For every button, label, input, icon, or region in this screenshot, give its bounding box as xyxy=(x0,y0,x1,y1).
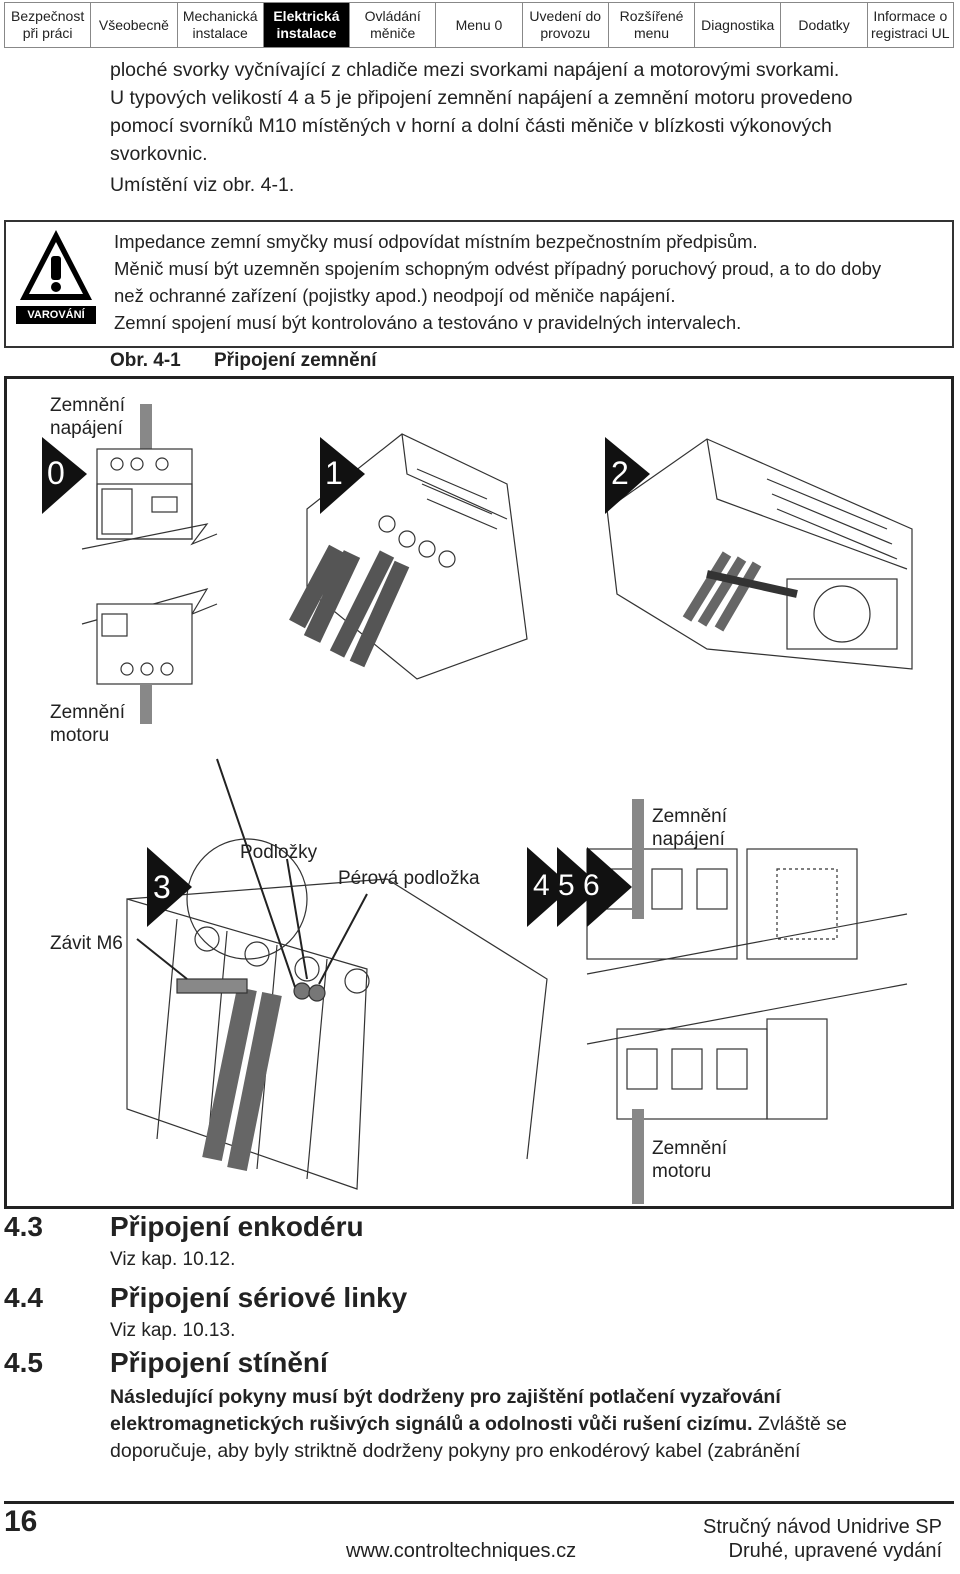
intro-line: pomocí svorníků M10 místěných v horní a … xyxy=(110,115,832,137)
warning-triangle-icon xyxy=(20,230,92,300)
step-3-number: 3 xyxy=(153,869,171,905)
tab-mechanical[interactable]: Mechanická instalace xyxy=(177,3,264,47)
chapter-nav: Bezpečnost při práci Všeobecně Mechanick… xyxy=(4,2,954,48)
figure-caption: Obr. 4-1 Připojení zemnění xyxy=(110,350,377,372)
step-0-number: 0 xyxy=(47,455,65,491)
tab-commissioning[interactable]: Uvedení do provozu xyxy=(522,3,609,47)
intro-line: Umístění viz obr. 4-1. xyxy=(110,174,295,196)
earthing-illustration xyxy=(42,404,913,1204)
tab-electrical[interactable]: Elektrická instalace xyxy=(263,3,351,47)
tab-control[interactable]: Ovládání měniče xyxy=(350,3,437,47)
step-1-number: 1 xyxy=(325,455,343,491)
step-marker xyxy=(605,437,650,514)
tab-diagnostics[interactable]: Diagnostika xyxy=(695,3,782,47)
section-ref: Viz kap. 10.13. xyxy=(110,1320,236,1341)
tab-appendix[interactable]: Dodatky xyxy=(781,3,868,47)
step-marker xyxy=(42,437,87,514)
shielding-paragraph: Následující pokyny musí být dodrženy pro… xyxy=(110,1386,847,1462)
tab-safety[interactable]: Bezpečnost při práci xyxy=(5,3,92,47)
intro-line: ploché svorky vyčnívající z chladiče mez… xyxy=(110,59,840,81)
step-marker xyxy=(557,847,602,927)
label-motor-earth-right: Zemnění motoru xyxy=(652,1138,727,1182)
section-ref: Viz kap. 10.12. xyxy=(110,1249,236,1270)
warning-line: Měnič musí být uzemněn spojením schopným… xyxy=(114,258,882,279)
label-motor-earth: Zemnění motoru xyxy=(50,702,125,746)
page-number: 16 xyxy=(4,1505,38,1538)
step-456-number: 4 5 6 xyxy=(533,869,600,902)
warning-line: než ochranné zařízení (pojistky apod.) n… xyxy=(114,285,676,306)
earthing-figure: Zemnění napájení Zemnění motoru Podložky… xyxy=(4,376,954,1209)
step-marker xyxy=(147,847,192,927)
step-2-number: 2 xyxy=(611,455,629,491)
label-washers: Podložky xyxy=(240,842,318,863)
document-title: Stručný návod Unidrive SP xyxy=(702,1516,942,1538)
label-thread-m6: Závit M6 xyxy=(50,933,123,954)
tab-general[interactable]: Všeobecně xyxy=(91,3,178,47)
warning-box: VAROVÁNÍ Impedance zemní smyčky musí odp… xyxy=(4,220,954,348)
warning-text: Impedance zemní smyčky musí odpovídat mí… xyxy=(114,228,954,336)
label-supply-earth: Zemnění napájení xyxy=(50,395,125,439)
warning-label: VAROVÁNÍ xyxy=(16,306,96,324)
figure-title: Připojení zemnění xyxy=(214,350,377,371)
tab-ul-info[interactable]: Informace o registraci UL xyxy=(867,3,953,47)
intro-line: U typových velikostí 4 a 5 je připojení … xyxy=(110,87,853,109)
warning-line: Impedance zemní smyčky musí odpovídat mí… xyxy=(114,231,758,252)
intro-line: svorkovnic. xyxy=(110,143,208,165)
figure-number: Obr. 4-1 xyxy=(110,350,181,371)
tab-menu0[interactable]: Menu 0 xyxy=(436,3,523,47)
edition-label: Druhé, upravené vydání xyxy=(728,1540,942,1562)
label-supply-earth-right: Zemnění napájení xyxy=(652,806,727,850)
step-marker xyxy=(527,847,572,927)
website-link[interactable]: www.controltechniques.cz xyxy=(346,1540,577,1562)
footer-divider xyxy=(4,1501,954,1504)
tab-advanced-menu[interactable]: Rozšířené menu xyxy=(608,3,696,47)
warning-line: Zemní spojení musí být kontrolováno a te… xyxy=(114,312,742,333)
label-spring-washer: Pérová podložka xyxy=(338,868,480,889)
step-marker xyxy=(587,847,632,927)
step-marker xyxy=(320,437,365,514)
